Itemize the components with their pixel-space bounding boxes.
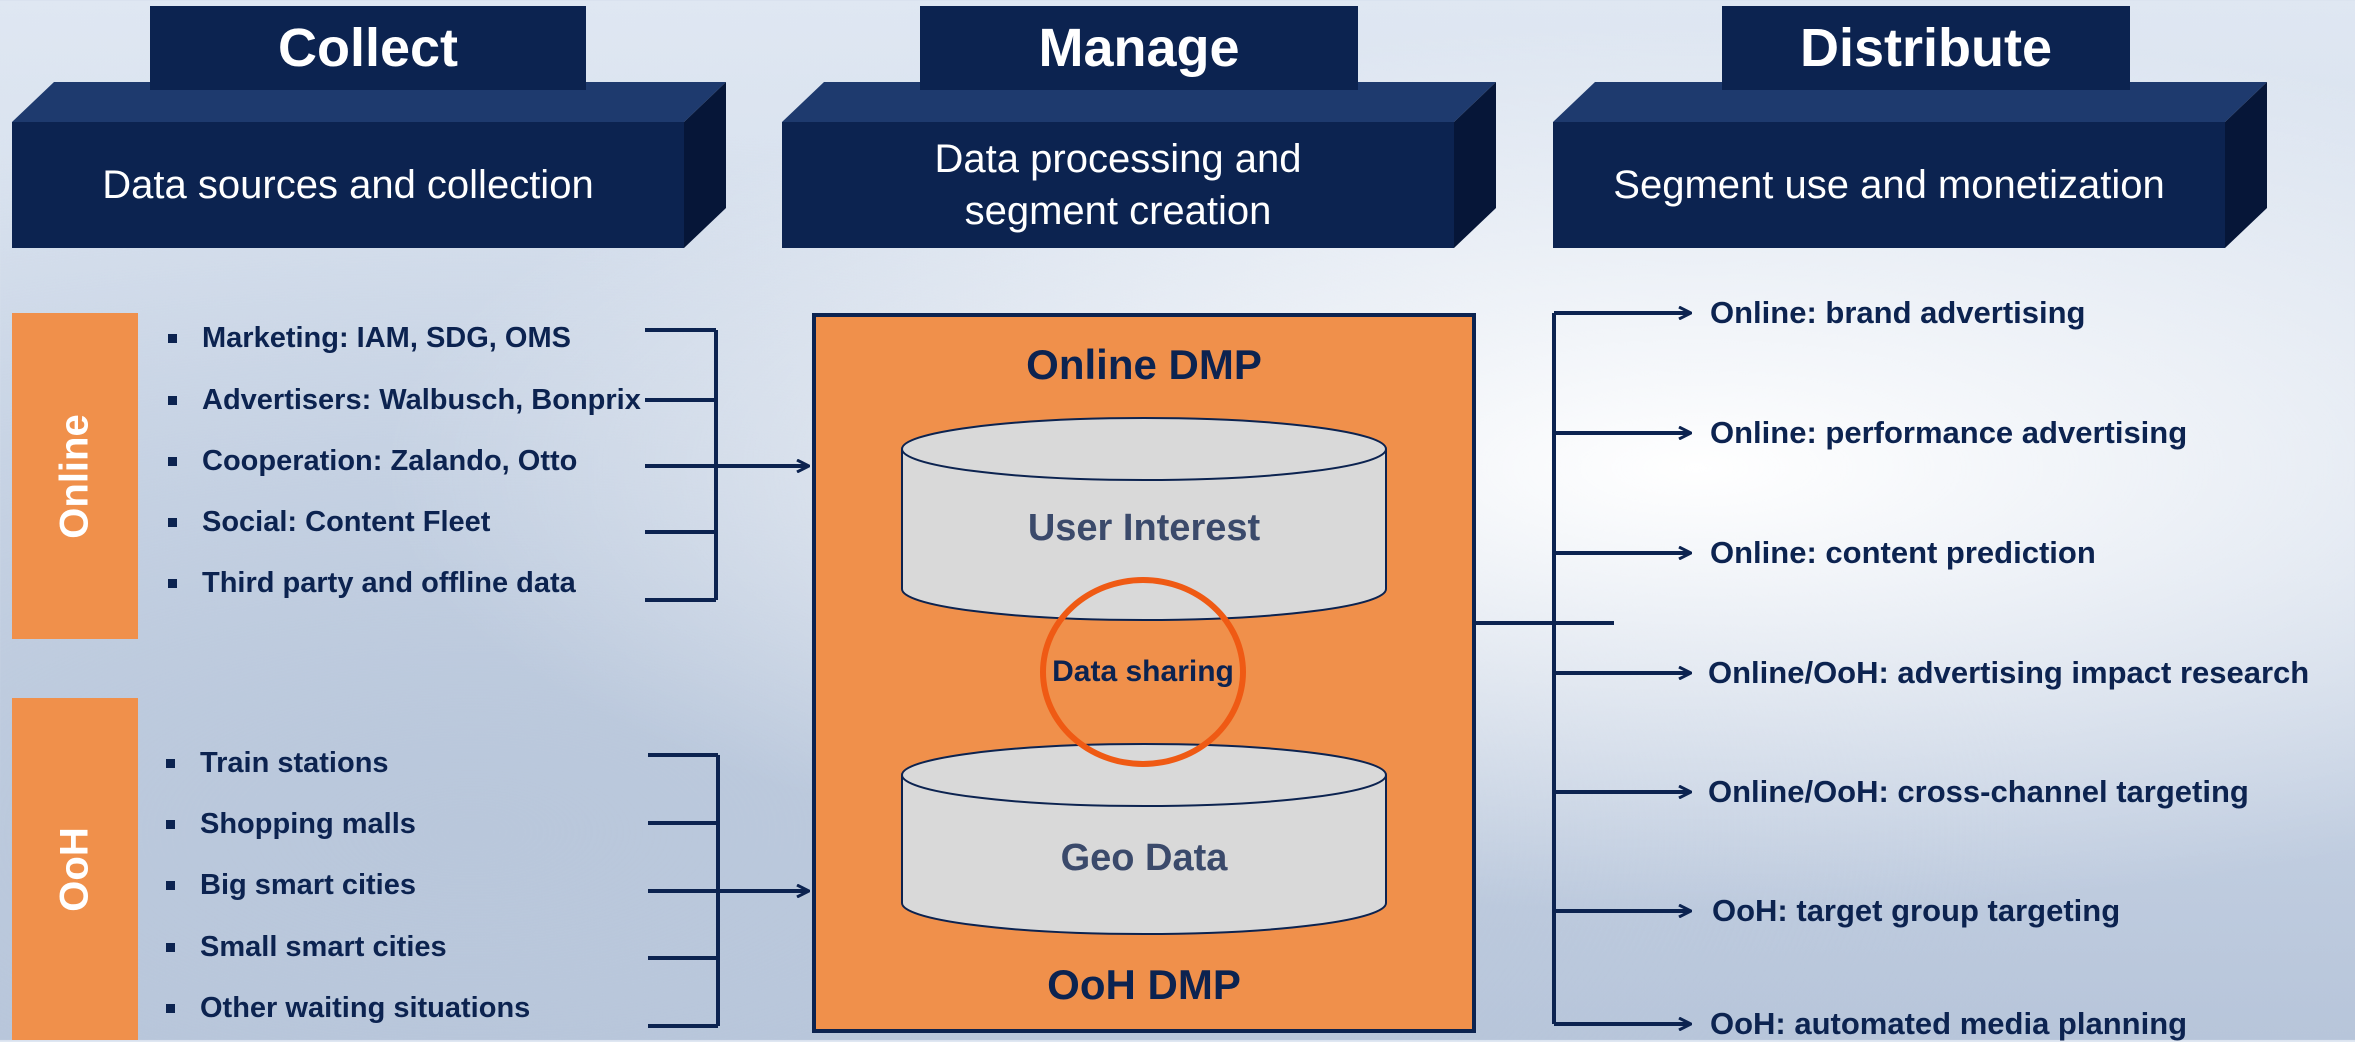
output-item: Online: brand advertising <box>1710 295 2086 330</box>
online-label: Online <box>12 313 138 639</box>
list-item: Train stations <box>166 747 389 779</box>
ooh-label: OoH <box>12 698 138 1040</box>
list-item: Advertisers: Walbusch, Bonprix <box>168 384 641 416</box>
geo-data-label: Geo Data <box>1060 837 1228 879</box>
output-item: OoH: automated media planning <box>1710 1006 2188 1041</box>
distribute-tab: Distribute <box>1722 6 2130 90</box>
list-item: Marketing: IAM, SDG, OMS <box>168 322 571 354</box>
output-item: Online/OoH: advertising impact research <box>1708 655 2310 690</box>
dmp-cylinders <box>901 417 1387 935</box>
collect-header-box: Data sources and collection <box>12 82 726 248</box>
list-item: Shopping malls <box>166 808 416 840</box>
list-item: Third party and offline data <box>168 567 576 599</box>
list-item: Other waiting situations <box>165 992 531 1024</box>
output-item: Online/OoH: cross-channel targeting <box>1708 774 2249 809</box>
collect-subtitle: Data sources and collection <box>102 163 594 207</box>
list-item: Cooperation: Zalando, Otto <box>167 445 578 477</box>
distribute-header-box: Segment use and monetization <box>1553 82 2267 248</box>
data-sharing-circle: Data sharing <box>1040 577 1246 767</box>
manage-tab: Manage <box>920 6 1358 90</box>
output-item: OoH: target group targeting <box>1712 893 2121 928</box>
output-item: Online: performance advertising <box>1710 415 2188 450</box>
user-interest-label: User Interest <box>1027 507 1261 549</box>
output-item: Online: content prediction <box>1710 535 2096 570</box>
collect-tab: Collect <box>150 6 586 90</box>
list-item: Big smart cities <box>166 869 416 901</box>
list-item: Social: Content Fleet <box>167 506 491 538</box>
distribute-subtitle: Segment use and monetization <box>1613 163 2165 207</box>
ooh-dmp-title: OoH DMP <box>1047 961 1241 1008</box>
online-dmp-title: Online DMP <box>1026 341 1262 388</box>
list-item: Small smart cities <box>166 931 447 963</box>
